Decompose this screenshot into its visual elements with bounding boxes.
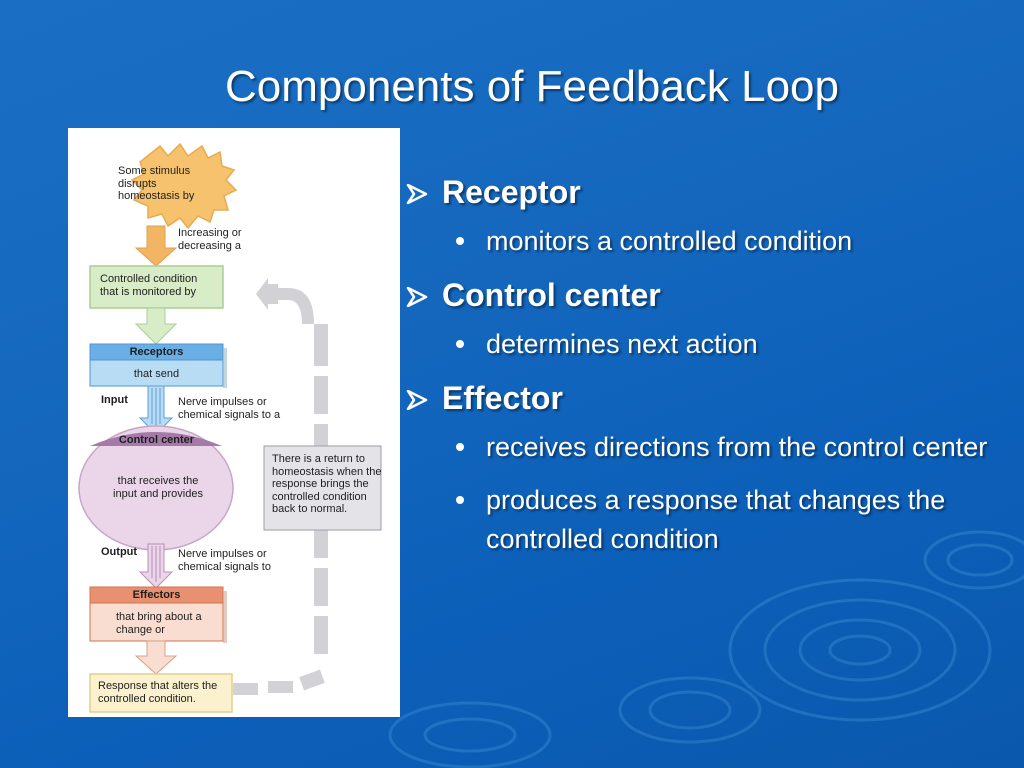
bullet-item: determines next action (404, 325, 1004, 364)
stimulus-effect-text: Increasing or decreasing a (178, 227, 242, 252)
bullet-item-text: determines next action (486, 329, 758, 359)
feedback-loop-diagram: Some stimulus disrupts homeostasis by In… (68, 128, 400, 717)
bullet-item-text: receives directions from the control cen… (486, 432, 988, 462)
dot-bullet-icon (456, 340, 464, 348)
bullet-heading-receptor: Receptor (404, 172, 1004, 212)
receptors-body: that send (133, 368, 180, 380)
bullet-item-text: produces a response that changes the con… (486, 485, 946, 554)
dot-bullet-icon (456, 443, 464, 451)
slide-title: Components of Feedback Loop (225, 62, 839, 111)
arrow-bullet-icon (406, 287, 428, 307)
bullet-item: receives directions from the control cen… (404, 428, 1004, 467)
arrow-bullet-icon (406, 390, 428, 410)
arrow-bullet-icon (406, 184, 428, 204)
effectors-body: that bring about a change or (116, 611, 202, 636)
bullet-heading-text: Receptor (442, 174, 581, 210)
output-label: Output (101, 546, 138, 558)
effectors-header: Effectors (132, 589, 181, 601)
bullet-heading-control-center: Control center (404, 275, 1004, 315)
control-center-header: Control center (118, 434, 195, 446)
output-note: Nerve impulses or chemical signals to (178, 548, 271, 573)
bullet-heading-text: Control center (442, 277, 661, 313)
response-text: Response that alters the controlled cond… (98, 680, 218, 705)
dot-bullet-icon (456, 496, 464, 504)
stimulus-text: Some stimulus disrupts homeostasis by (118, 165, 195, 202)
diagram-shapes (78, 142, 382, 713)
input-note: Nerve impulses or chemical signals to a (178, 396, 281, 421)
receptors-header: Receptors (129, 346, 184, 358)
bullet-heading-effector: Effector (404, 378, 1004, 418)
input-label: Input (101, 394, 128, 406)
bullet-list: Receptor monitors a controlled condition… (404, 172, 1004, 573)
bullet-item-text: monitors a controlled condition (486, 226, 853, 256)
control-center-body: that receives the input and provides (113, 475, 203, 500)
bullet-heading-text: Effector (442, 380, 563, 416)
controlled-condition-text: Controlled condition that is monitored b… (100, 273, 198, 298)
stimulus-burst-shape (130, 142, 238, 230)
bullet-item: produces a response that changes the con… (404, 481, 1004, 559)
return-to-homeostasis-note: There is a return to homeostasis when th… (272, 453, 382, 515)
bullet-item: monitors a controlled condition (404, 222, 1004, 261)
dot-bullet-icon (456, 237, 464, 245)
